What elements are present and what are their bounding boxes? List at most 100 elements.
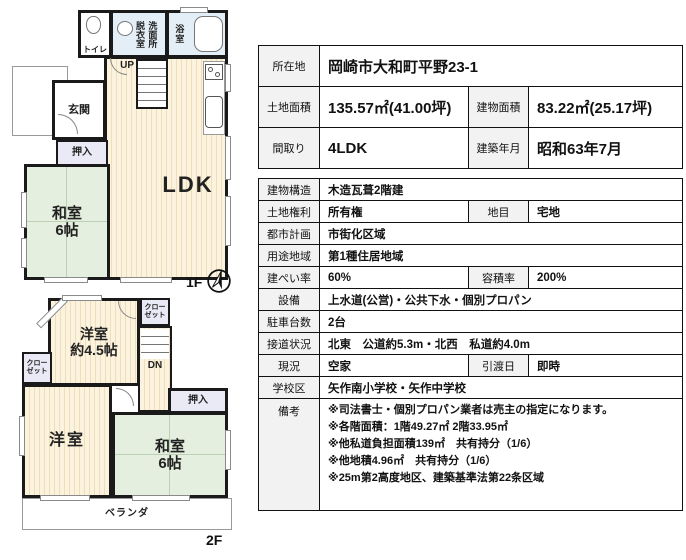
floor1-label: 1F — [186, 274, 203, 290]
veranda: ベランダ — [22, 498, 232, 530]
table-row: 備考 ※司法書士・個別プロパン業者は売主の指定になります。 ※各階面積：1階49… — [258, 398, 684, 511]
table-row: 土地面積 135.57㎡(41.00坪) 建物面積 83.22㎡(25.17坪) — [258, 86, 684, 128]
compass-icon — [207, 269, 231, 293]
window — [21, 238, 27, 268]
land-category-value: 宅地 — [527, 200, 684, 223]
closet-1f-label: 押入 — [72, 147, 92, 159]
remark-line: ※25m第2高度地区、建築基準法第22条区域 — [328, 472, 545, 485]
remarks-value: ※司法書士・個別プロパン業者は売主の指定になります。 ※各階面積：1階49.27… — [318, 398, 684, 511]
layout-value: 4LDK — [319, 127, 469, 169]
parking-label: 駐車台数 — [258, 310, 320, 333]
room-washroom: 脱衣室 洗面所 — [110, 10, 168, 58]
washbasin-icon — [117, 21, 133, 36]
stairs-down — [141, 329, 169, 359]
japanese-2f-name: 和室 — [154, 437, 185, 455]
window — [225, 136, 231, 180]
window — [62, 295, 102, 301]
closet-left-2f-label: クローゼット — [26, 359, 48, 375]
closet-top-2f-label: クローゼット — [144, 303, 166, 319]
window — [40, 495, 90, 501]
layout-label: 間取り — [258, 127, 320, 169]
stairs-up-label: UP — [120, 60, 134, 71]
table-row: 都市計画 市街化区域 — [258, 222, 684, 245]
ldk-label: LDK — [162, 172, 214, 197]
room-closet-1f: 押入 — [56, 140, 108, 166]
bathroom-label: 浴室 — [174, 24, 185, 44]
handover-value: 即時 — [527, 354, 684, 377]
floor-plan: トイレ 脱衣室 洗面所 浴室 LDK UP 玄関 押入 — [0, 0, 252, 560]
room-western-2f: 洋室 — [22, 384, 112, 498]
stairs-down-label: DN — [147, 360, 163, 371]
remark-line: ※司法書士・個別プロパン業者は売主の指定になります。 — [328, 404, 614, 416]
structure-label: 建物構造 — [258, 178, 320, 201]
remark-line: ※他地積4.96㎡ 共有持分（1/6） — [328, 455, 497, 468]
entrance-label: 玄関 — [68, 103, 90, 116]
window — [225, 430, 231, 470]
kitchen-sink-icon — [205, 96, 223, 128]
room-closet-left-2f: クローゼット — [22, 352, 52, 384]
location-label: 所在地 — [258, 45, 320, 87]
zoning-label: 用途地域 — [258, 244, 320, 267]
land-category-label: 地目 — [468, 200, 529, 223]
western-2f-label: 洋室 — [48, 431, 85, 449]
handover-label: 引渡日 — [468, 354, 529, 377]
property-details-table: 建物構造 木造瓦葺2階建 土地権利 所有権 地目 宅地 都市計画 市街化区域 用… — [258, 178, 684, 511]
land-area-label: 土地面積 — [258, 86, 320, 128]
current-status-label: 現況 — [258, 354, 320, 377]
window — [225, 64, 231, 92]
japanese-1f-name: 和室 — [51, 204, 82, 222]
toilet-label: トイレ — [83, 44, 107, 54]
land-area-value: 135.57㎡(41.00坪) — [319, 86, 469, 128]
city-planning-value: 市街化区域 — [318, 222, 684, 245]
western-small-name: 洋室 — [80, 325, 108, 342]
building-area-value: 83.22㎡(25.17坪) — [527, 86, 684, 128]
room-japanese-2f: 和室 6帖 — [112, 412, 228, 498]
western-small-size: 約4.5帖 — [70, 342, 118, 358]
school-district-label: 学校区 — [258, 376, 320, 399]
window — [21, 192, 27, 228]
door-arc — [116, 388, 134, 406]
room-closet-top-2f: クローゼット — [140, 298, 170, 326]
table-row: 駐車台数 2台 — [258, 310, 684, 333]
table-row: 設備 上水道(公営)・公共下水・個別プロパン — [258, 288, 684, 311]
room-oshiire-2f: 押入 — [168, 388, 228, 414]
table-row: 土地権利 所有権 地目 宅地 — [258, 200, 684, 223]
zoning-value: 第1種住居地域 — [318, 244, 684, 267]
built-date-value: 昭和63年7月 — [527, 127, 684, 169]
coverage-ratio-label: 建ぺい率 — [258, 266, 320, 289]
floor2-label: 2F — [206, 532, 223, 548]
current-status-value: 空家 — [319, 354, 469, 377]
dressing-room-label: 脱衣室 — [135, 20, 145, 48]
city-planning-label: 都市計画 — [258, 222, 320, 245]
table-row: 間取り 4LDK 建築年月 昭和63年7月 — [258, 127, 684, 169]
road-access-value: 北東 公道約5.3m・北西 私道約4.0m — [318, 332, 684, 355]
bathtub-icon — [194, 16, 223, 52]
floor-area-ratio-value: 200% — [527, 266, 684, 289]
japanese-2f-size: 6帖 — [158, 455, 182, 472]
remark-line: ※各階面積：1階49.27㎡ 2階33.95㎡ — [328, 421, 509, 434]
window — [19, 416, 25, 456]
window — [180, 7, 208, 13]
structure-value: 木造瓦葺2階建 — [318, 178, 684, 201]
location-value: 岡崎市大和町平野23-1 — [318, 45, 684, 87]
building-area-label: 建物面積 — [468, 86, 529, 128]
oshiire-2f-label: 押入 — [188, 395, 208, 407]
land-rights-value: 所有権 — [319, 200, 469, 223]
table-row: 建ぺい率 60% 容積率 200% — [258, 266, 684, 289]
table-row: 学校区 矢作南小学校・矢作中学校 — [258, 376, 684, 399]
remarks-label: 備考 — [258, 398, 320, 511]
washroom-label: 洗面所 — [147, 20, 158, 48]
window — [225, 196, 231, 246]
table-row: 現況 空家 引渡日 即時 — [258, 354, 684, 377]
facilities-label: 設備 — [258, 288, 320, 311]
veranda-label: ベランダ — [105, 508, 149, 520]
room-japanese-1f: 和室 6帖 — [24, 164, 110, 280]
stove-icon — [205, 64, 223, 80]
table-row: 所在地 岡崎市大和町平野23-1 — [258, 45, 684, 87]
table-row: 建物構造 木造瓦葺2階建 — [258, 178, 684, 201]
remark-line: ※他私道負担面積139㎡ 共有持分（1/6） — [328, 438, 538, 451]
parking-value: 2台 — [318, 310, 684, 333]
window — [120, 277, 172, 283]
window — [132, 495, 190, 501]
